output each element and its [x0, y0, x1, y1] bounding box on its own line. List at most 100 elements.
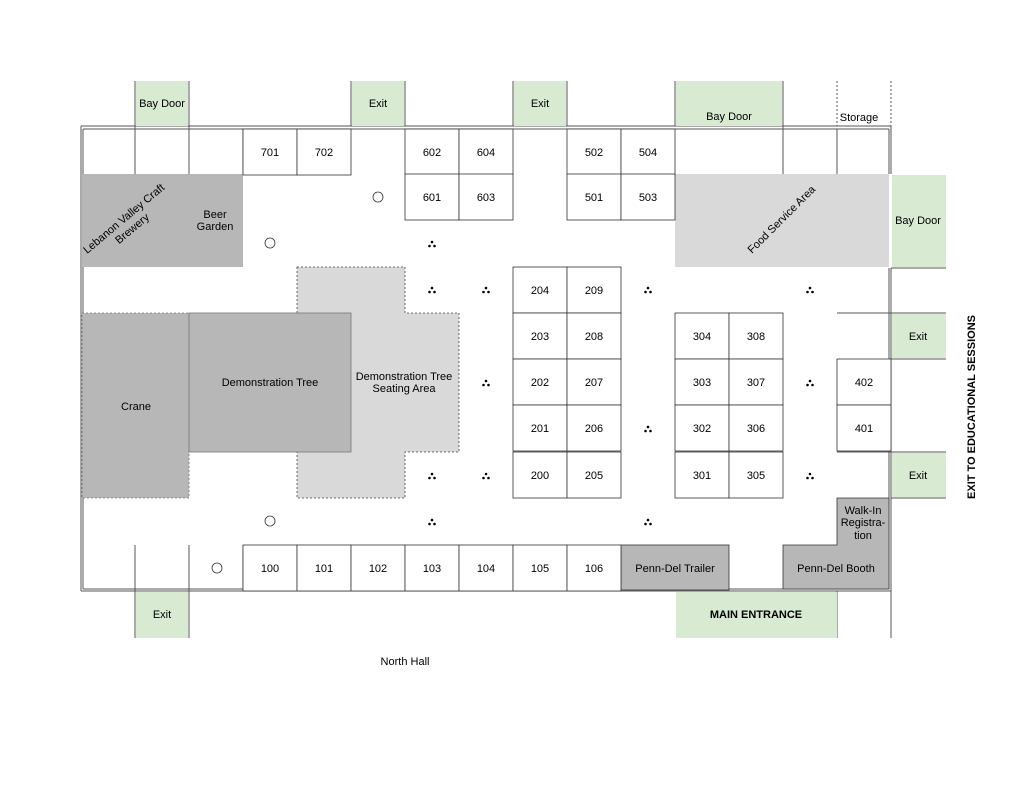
brewery-area	[82, 174, 243, 267]
three-dot-cluster-icon	[644, 518, 652, 526]
exit-label: Exit	[909, 470, 927, 482]
booth-number-label: 401	[855, 423, 873, 435]
booth-number-label: 102	[369, 563, 387, 575]
booth-number-label: 207	[585, 377, 603, 389]
booth-601	[404, 173, 460, 221]
three-dot-cluster-icon	[482, 286, 490, 294]
demo-tree-label: Demonstration Tree	[222, 377, 319, 389]
booth-number-label: 105	[531, 563, 549, 575]
three-dot-cluster-icon	[806, 379, 814, 387]
booth-number-label: 206	[585, 423, 603, 435]
booth-104	[458, 544, 514, 592]
penn-del-trailer	[620, 544, 730, 591]
booth-203	[512, 312, 568, 360]
booth-number-label: 308	[747, 331, 765, 343]
three-dot-cluster-icon	[428, 286, 436, 294]
booth-number-label: 307	[747, 377, 765, 389]
three-dot-cluster-icon	[806, 286, 814, 294]
booth-501	[566, 173, 622, 221]
booth-103	[404, 544, 460, 592]
booth-number-label: 209	[585, 285, 603, 297]
hall-name-label: North Hall	[381, 656, 430, 668]
booth-702	[296, 128, 352, 176]
booth-number-label: 208	[585, 331, 603, 343]
booth-101	[296, 544, 352, 592]
booth-number-label: 501	[585, 192, 603, 204]
booth-number-label: 702	[315, 147, 333, 159]
booth-number-label: 100	[261, 563, 279, 575]
booth-number-label: 603	[477, 192, 495, 204]
bay-door-top-right	[676, 81, 782, 126]
exit-right-1	[892, 314, 946, 358]
booth-205	[566, 451, 622, 499]
booth-number-label: 304	[693, 331, 711, 343]
crane-label: Crane	[121, 401, 151, 413]
exit-right-2	[892, 453, 946, 497]
booth-number-label: 602	[423, 147, 441, 159]
booth-number-label: 200	[531, 470, 549, 482]
booth-number-label: 201	[531, 423, 549, 435]
booth-number-label: 205	[585, 470, 603, 482]
booth-302	[674, 404, 730, 452]
booth-number-label: 502	[585, 147, 603, 159]
educational-sessions-exit-label: EXIT TO EDUCATIONAL SESSIONS	[966, 315, 978, 499]
bay-door-right	[892, 175, 946, 267]
storage-label: Storage	[840, 112, 879, 124]
booth-number-label: 103	[423, 563, 441, 575]
demo-tree-area	[188, 312, 352, 453]
booth-number-label: 204	[531, 285, 549, 297]
exit-bottom-left	[136, 592, 188, 638]
booth-502	[566, 128, 622, 176]
booth-number-label: 301	[693, 470, 711, 482]
doors: Bay Door Exit Exit Bay Door Storage Bay …	[136, 81, 946, 638]
booth-604	[458, 128, 514, 176]
booth-401	[836, 404, 892, 452]
booth-106	[566, 544, 622, 592]
bay-door-label: Bay Door	[895, 215, 941, 227]
booth-number-label: 701	[261, 147, 279, 159]
circle-column-icon	[372, 191, 384, 203]
booth-503	[620, 173, 676, 221]
booth-number-label: 302	[693, 423, 711, 435]
three-dot-cluster-icon	[644, 425, 652, 433]
booth-201	[512, 404, 568, 452]
booth-207	[566, 358, 622, 406]
booth-number-label: 604	[477, 147, 495, 159]
three-dot-cluster-icon	[482, 379, 490, 387]
booth-105	[512, 544, 568, 592]
three-dot-cluster-icon	[806, 472, 814, 480]
bay-door-label: Bay Door	[706, 111, 752, 123]
exit-label: Exit	[531, 98, 549, 110]
booth-number-label: 104	[477, 563, 495, 575]
booth-306	[728, 404, 784, 452]
circle-column-icon	[264, 515, 276, 527]
booth-number-label: 202	[531, 377, 549, 389]
booth-206	[566, 404, 622, 452]
booth-208	[566, 312, 622, 360]
booth-number-label: 601	[423, 192, 441, 204]
booth-305	[728, 451, 784, 499]
booth-301	[674, 451, 730, 499]
booth-number-label: 101	[315, 563, 333, 575]
three-dot-cluster-icon	[428, 518, 436, 526]
markers	[211, 191, 814, 574]
booth-504	[620, 128, 676, 176]
booth-number-label: 504	[639, 147, 657, 159]
booth-200	[512, 451, 568, 499]
booth-308	[728, 312, 784, 360]
booth-303	[674, 358, 730, 406]
exit-top-2	[514, 81, 566, 126]
booth-number-label: 106	[585, 563, 603, 575]
exit-label: Exit	[909, 331, 927, 343]
exit-label: Exit	[369, 98, 387, 110]
circle-column-icon	[264, 237, 276, 249]
booth-number-label: 503	[639, 192, 657, 204]
booth-100	[242, 544, 298, 592]
penn-del-trailer-label: Penn-Del Trailer	[635, 563, 715, 575]
